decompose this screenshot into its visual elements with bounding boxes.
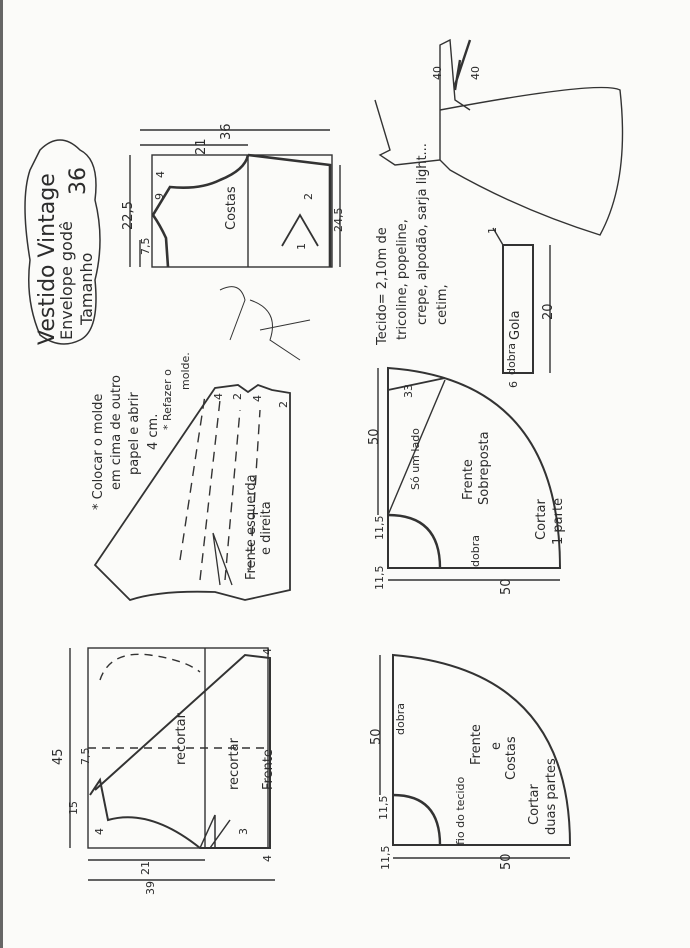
open-2a: 2	[231, 393, 244, 400]
front-piece-label2: e direita	[259, 501, 274, 555]
overlay-cut1: Cortar	[534, 499, 549, 540]
draft-cut2: recortar	[227, 738, 242, 790]
dim-36: 36	[219, 123, 234, 140]
open-4b: 4	[251, 395, 264, 402]
fabric-line4: cetim,	[435, 284, 450, 325]
front-piece-outline	[93, 383, 291, 602]
front-piece-label1: Frente esquerda	[244, 474, 259, 580]
note-line4: 4 cm.	[146, 413, 161, 450]
draft-label: Frente	[261, 749, 276, 790]
dim-22-5: 22,5	[121, 201, 136, 230]
skirt-waist-v: 11,5	[377, 795, 390, 821]
draft-dim-39: 39	[144, 881, 157, 895]
skirt-outline	[379, 653, 572, 859]
collar-outline	[492, 227, 551, 374]
draft-dim-21: 21	[139, 861, 152, 875]
dress-sketch	[374, 38, 624, 236]
scan-edge	[0, 0, 3, 948]
draft-corner2: 4	[261, 855, 274, 862]
overlay-side-note: Só um lado	[409, 428, 422, 490]
skirt-label3: Costas	[504, 736, 519, 780]
skirt-radius-h: 50	[499, 853, 514, 870]
overlay-label1: Frente	[461, 459, 476, 500]
collar-extra: 1	[486, 227, 499, 234]
skirt-fold: dobra	[394, 703, 407, 735]
note-line6: molde.	[179, 352, 192, 390]
overlay-fold: dobra	[469, 535, 482, 567]
collar-width: 6	[507, 381, 520, 388]
back-bodice-outline	[129, 129, 341, 268]
draft-dim-7-5: 7,5	[79, 747, 92, 766]
title-cloud	[24, 139, 101, 345]
draft-cut1: recortar	[174, 713, 189, 765]
dim-9: 9	[153, 193, 166, 200]
fabric-line3: crepe, alpodão, sarja light...	[415, 143, 430, 325]
dress-dim2: 40	[469, 66, 482, 80]
open-4a: 4	[212, 393, 225, 400]
dart-1: 1	[295, 243, 308, 250]
open-2b: 2	[277, 401, 290, 408]
skirt-cut1: Cortar	[527, 784, 542, 825]
skirt-radius-v: 50	[369, 728, 384, 745]
draft-open: 3	[237, 828, 250, 835]
dress-dim1: 40	[431, 66, 444, 80]
fabric-line2: tricoline, popeline,	[395, 219, 410, 340]
dim-7-5: 7,5	[139, 237, 152, 256]
overlay-diag: 33	[402, 384, 415, 398]
back-label: Costas	[224, 186, 239, 230]
overlay-waist-h: 11,5	[373, 565, 386, 591]
skirt-grain: fio do tecido	[454, 776, 467, 845]
dim-24-5: 24,5	[332, 207, 345, 233]
overlay-label2: Sobreposta	[477, 431, 492, 505]
note-line1: * Colocar o molde	[91, 393, 106, 510]
note-line2: em cima de outro	[109, 374, 124, 490]
collar-fold: dobra	[505, 343, 518, 375]
fabric-line1: Tecido= 2,10m de	[375, 227, 390, 345]
skirt-label2: e	[489, 742, 504, 750]
collar-length: 20	[541, 303, 556, 320]
note-line5: * Refazer o	[161, 369, 174, 430]
collar-label: Gola	[508, 310, 523, 340]
overlay-waist-v: 11,5	[373, 515, 386, 541]
skirt-label1: Frente	[469, 724, 484, 765]
dim-4: 4	[154, 171, 167, 178]
title-line2: Envelope godê	[57, 221, 76, 340]
overlay-radius-h: 50	[499, 578, 514, 595]
draft-dim-45: 45	[51, 748, 66, 765]
overlay-skirt-outline	[377, 366, 562, 581]
title-line3: Tamanho	[77, 252, 96, 325]
dim-21: 21	[194, 138, 209, 155]
skirt-waist-h: 11,5	[379, 845, 392, 871]
overlay-cut2: 1 parte	[551, 497, 566, 545]
signature	[219, 286, 311, 361]
skirt-cut2: duas partes	[544, 758, 559, 835]
title-size: 36	[66, 167, 91, 195]
front-draft-outline	[69, 647, 275, 881]
overlay-radius-v: 50	[367, 428, 382, 445]
draft-dim-15: 15	[67, 801, 80, 815]
dart-2: 2	[302, 193, 315, 200]
note-line3: papel e abrir	[127, 392, 142, 475]
draft-corner1: 4	[261, 648, 274, 655]
draft-dim-4: 4	[93, 828, 106, 835]
